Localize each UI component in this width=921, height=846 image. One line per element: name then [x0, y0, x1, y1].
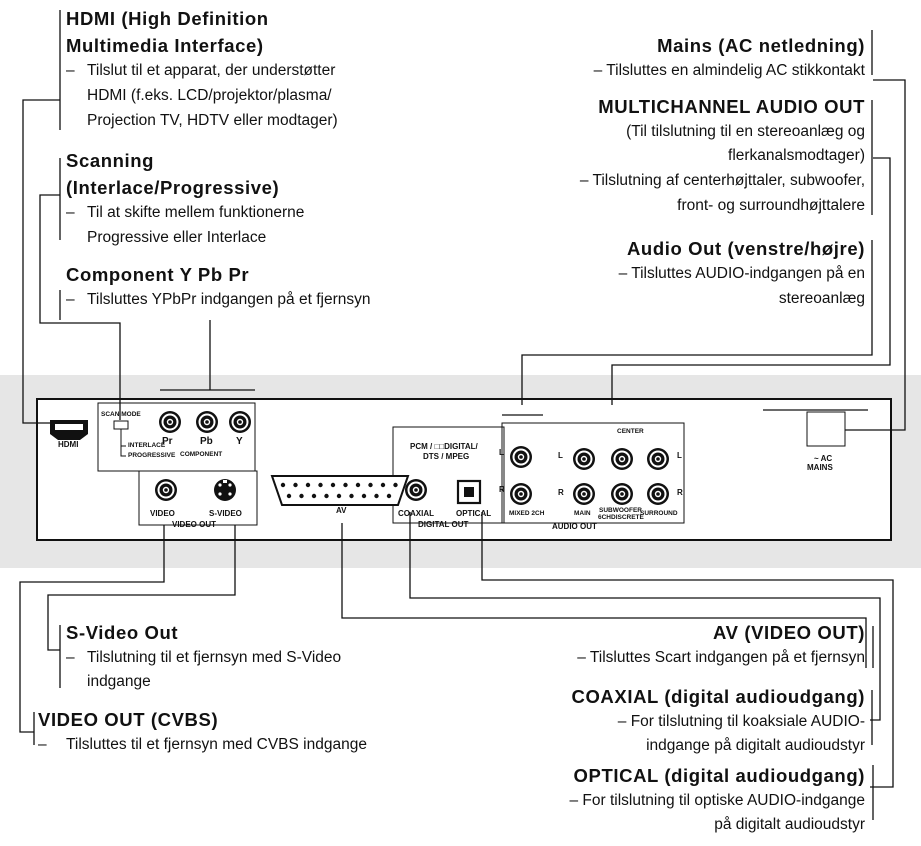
multichannel-title: MULTICHANNEL AUDIO OUT [598, 96, 865, 117]
coaxial-desc-line2: indgange på digitalt audioudstyr [646, 737, 865, 754]
svideo-title: S-Video Out [66, 622, 179, 643]
av-desc: – Tilsluttes Scart indgangen på et fjern… [577, 649, 865, 666]
panel-label-audio-out: AUDIO OUT [552, 522, 597, 531]
scan-dash: – [66, 204, 75, 221]
panel-label-av: AV [336, 506, 347, 515]
video-out-group [138, 470, 258, 526]
panel-label-hdmi: HDMI [58, 440, 79, 449]
audio-out-title: Audio Out (venstre/højre) [626, 238, 865, 259]
mains-title: Mains (AC netledning) [657, 35, 865, 56]
optical-title: OPTICAL (digital audioudgang) [573, 765, 865, 786]
scan-mode-switch [113, 420, 129, 457]
component-title: Component Y Pb Pr [66, 264, 250, 285]
cvbs-title: VIDEO OUT (CVBS) [38, 709, 219, 730]
scan-desc-line1: Til at skifte mellem funktionerne [87, 204, 305, 221]
s-video-port [214, 479, 236, 501]
rca-jack-y [229, 411, 251, 433]
multichannel-desc-line3: – Tilslutning af centerhøjttaler, subwoo… [579, 172, 865, 189]
svideo-desc-line2: indgange [87, 673, 151, 690]
audio-out-desc-line2: stereoanlæg [778, 290, 865, 307]
rca-jack-audio-l [510, 446, 532, 468]
panel-label-interlace: INTERLACE [128, 442, 166, 449]
hdmi-desc-line1: Tilslut til et apparat, der understøtter [87, 62, 336, 79]
hdmi-desc-line2: HDMI (f.eks. LCD/projektor/plasma/ [87, 87, 332, 104]
panel-label-mixed-2ch: MIXED 2CH [509, 510, 545, 517]
multichannel-desc-line1: (Til tilslutning til en stereoanlæg og [626, 123, 865, 140]
panel-label-digital-out: DIGITAL OUT [418, 520, 469, 529]
svideo-dash: – [66, 649, 75, 666]
av-title: AV (VIDEO OUT) [713, 622, 865, 643]
rca-jack-pb [196, 411, 218, 433]
coaxial-title: COAXIAL (digital audioudgang) [571, 686, 865, 707]
multichannel-desc-line4: front- og surroundhøjttalere [677, 197, 865, 214]
panel-label-main: MAIN [574, 510, 591, 517]
scan-title-line1: Scanning [66, 150, 155, 171]
component-dash: – [66, 291, 75, 308]
panel-label-s-video: S-VIDEO [209, 509, 242, 518]
panel-label-r-2: R [558, 488, 564, 497]
mains-desc: – Tilsluttes en almindelig AC stikkontak… [593, 62, 865, 79]
scart-port [270, 475, 410, 506]
panel-label-scan-mode: SCAN MODE [101, 411, 141, 418]
panel-label-l-2: L [558, 451, 563, 460]
rca-jack-front-l [573, 448, 595, 470]
panel-label-subwoofer: SUBWOOFER [599, 507, 642, 514]
hdmi-dash: – [66, 62, 75, 79]
scan-desc-line2: Progressive eller Interlace [87, 229, 267, 246]
panel-label-center: CENTER [617, 428, 644, 435]
panel-label-video: VIDEO [150, 509, 175, 518]
optical-desc-line2: på digitalt audioudstyr [714, 816, 865, 833]
rca-jack-front-r [647, 448, 669, 470]
coaxial-desc-line1: – For tilslutning til koaksiale AUDIO- [617, 713, 865, 730]
panel-label-progressive: PROGRESSIVE [128, 452, 176, 459]
cvbs-desc: Tilsluttes til et fjernsyn med CVBS indg… [66, 736, 367, 753]
panel-label-mains: MAINS [807, 463, 833, 472]
panel-label-l-3: L [677, 451, 682, 460]
hdmi-desc-line3: Projection TV, HDTV eller modtager) [87, 112, 338, 129]
cvbs-dash: – [38, 736, 47, 753]
panel-label-r-1: R [499, 485, 505, 494]
panel-label-pcm-line1: PCM / □□DIGITAL/ [410, 442, 478, 451]
hdmi-title-line2: Multimedia Interface) [66, 35, 264, 56]
rca-jack-subwoofer [611, 483, 633, 505]
panel-label-y: Y [236, 436, 243, 447]
rca-jack-main-r [573, 483, 595, 505]
ac-mains-socket [806, 411, 846, 447]
multichannel-desc-line2: flerkanalsmodtager) [728, 147, 865, 164]
component-desc: Tilsluttes YPbPr indgangen på et fjernsy… [87, 291, 371, 308]
panel-label-optical: OPTICAL [456, 509, 492, 518]
audio-out-desc-line1: – Tilsluttes AUDIO-indgangen på en [618, 265, 865, 282]
rca-jack-audio-r [510, 483, 532, 505]
panel-label-l-1: L [499, 448, 504, 457]
rca-jack-surround-r [647, 483, 669, 505]
panel-label-pr: Pr [162, 436, 173, 447]
panel-label-6ch-discrete: 6CHDISCRETE [598, 514, 644, 521]
panel-label-pcm-line2: DTS / MPEG [423, 452, 470, 461]
audio-out-group [501, 422, 685, 524]
svideo-desc-line1: Tilslutning til et fjernsyn med S-Video [87, 649, 342, 666]
optical-desc-line1: – For tilslutning til optiske AUDIO-indg… [569, 792, 865, 809]
panel-label-video-out: VIDEO OUT [172, 520, 217, 529]
rca-jack-video [155, 479, 177, 501]
hdmi-title-line1: HDMI (High Definition [66, 8, 269, 29]
leader-lines [19, 10, 906, 820]
panel-label-pb: Pb [200, 436, 213, 447]
scan-title-line2: (Interlace/Progressive) [66, 177, 280, 198]
rca-jacks [155, 411, 669, 505]
optical-port [456, 479, 482, 505]
panel-label-coaxial: COAXIAL [398, 509, 434, 518]
hdmi-port [50, 420, 88, 440]
panel-label-surround: SURROUND [640, 510, 678, 517]
panel-label-component: COMPONENT [180, 451, 223, 458]
rca-jack-pr [159, 411, 181, 433]
panel-label-r-3: R [677, 488, 683, 497]
panel-label-ac: ~ AC [814, 454, 833, 463]
rca-jack-center-top [611, 448, 633, 470]
rca-jack-coaxial [405, 479, 427, 501]
